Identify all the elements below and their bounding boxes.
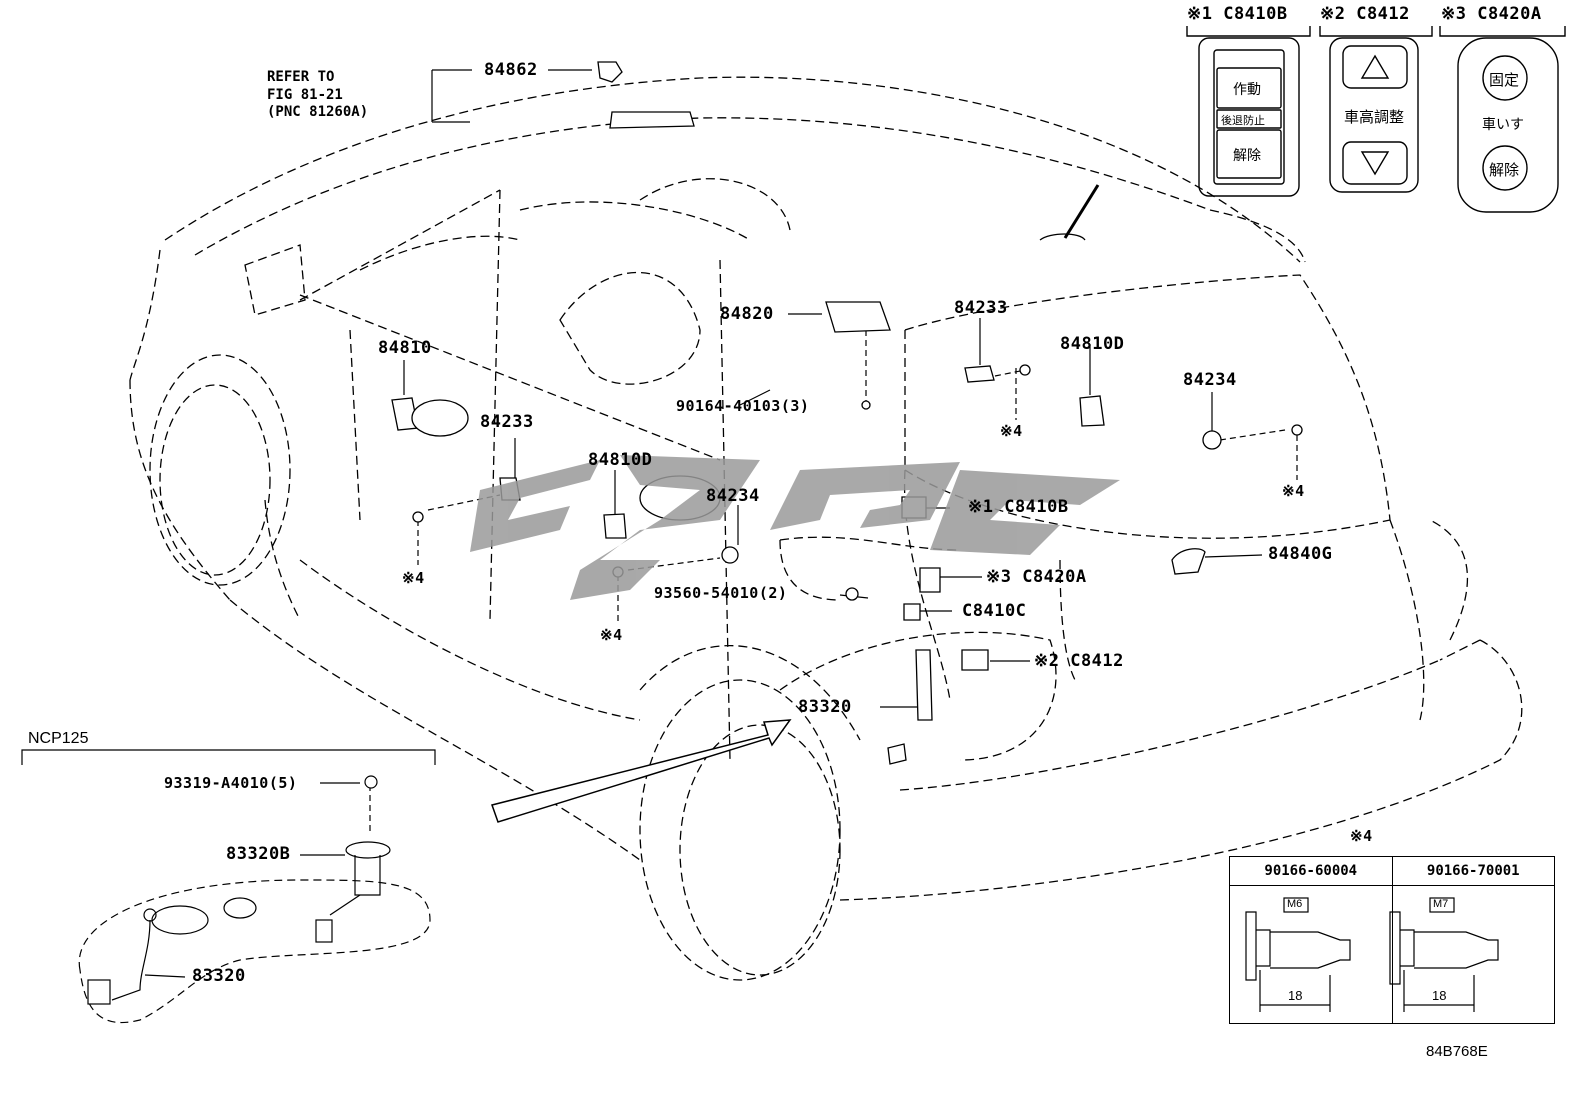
part-84233-right-label: 84233 xyxy=(954,298,1008,318)
switch-panel-3-title: ※3 C8420A xyxy=(1441,4,1542,24)
switch-3-button-top: 固定 xyxy=(1489,71,1520,89)
connector-c8410b-label: ※1 C8410B xyxy=(968,497,1069,517)
switch-panel-icon xyxy=(1198,37,1300,197)
refer-note-line3: (PNC 81260A) xyxy=(267,104,369,120)
clip-icon xyxy=(903,603,921,621)
clip-icon xyxy=(1079,395,1105,427)
fastener-length: 18 xyxy=(1288,988,1303,1003)
clip-icon xyxy=(721,546,739,564)
switch-1-button-mid: 後退防止 xyxy=(1221,114,1265,127)
part-90164-label: 90164-40103(3) xyxy=(676,397,810,415)
fastener-table: 90166-60004 90166-70001 xyxy=(1229,856,1555,1024)
clip-icon xyxy=(964,365,995,383)
clip-icon xyxy=(825,301,891,333)
connector-c8412-label: ※2 C8412 xyxy=(1034,651,1124,671)
connector-c8410c-label: C8410C xyxy=(962,601,1027,621)
fastener-length: 18 xyxy=(1432,988,1447,1003)
refer-note-line2: FIG 81-21 xyxy=(267,86,343,103)
ncp125-part-b-label: 83320B xyxy=(226,844,291,864)
bolt-icon xyxy=(412,511,424,523)
note-4-marker: ※4 xyxy=(1282,482,1305,500)
fastener-note-marker: ※4 xyxy=(1350,827,1373,845)
note-4-marker: ※4 xyxy=(1000,422,1023,440)
wiring-harness-icon xyxy=(609,111,695,129)
switch-panel-1-title: ※1 C8410B xyxy=(1187,4,1288,24)
switch-panel-icon xyxy=(1329,37,1419,193)
switch-panel-icon xyxy=(1457,37,1559,213)
switch-2-caption: 車高調整 xyxy=(1344,108,1405,126)
switch-3-button-bottom: 解除 xyxy=(1489,161,1520,179)
view-arrow xyxy=(491,719,792,823)
part-84234-left-label: 84234 xyxy=(706,486,760,506)
clip-icon xyxy=(1171,548,1206,575)
part-84810D-left-label: 84810D xyxy=(588,450,653,470)
leader-lines xyxy=(403,69,1298,708)
part-84233-left-label: 84233 xyxy=(480,412,534,432)
part-84820-label: 84820 xyxy=(720,304,774,324)
bolt-icon xyxy=(845,587,859,601)
clip-icon xyxy=(1202,430,1222,450)
refer-note-line1: REFER TO xyxy=(267,69,335,85)
clip-icon xyxy=(597,61,623,83)
note-4-marker: ※4 xyxy=(600,626,623,644)
fastener-thread-size: M7 xyxy=(1433,898,1449,910)
bolt-icon xyxy=(364,775,378,789)
refer-note: REFER TO FIG 81-21 (PNC 81260A) xyxy=(267,69,368,122)
car-outline xyxy=(129,76,1523,981)
ncp125-bolt-label: 93319-A4010(5) xyxy=(164,774,298,792)
part-93560-label: 93560-54010(2) xyxy=(654,584,788,602)
bolt-icon xyxy=(1019,364,1031,376)
clip-icon xyxy=(919,567,941,593)
fastener-part-no: 90166-70001 xyxy=(1391,856,1555,886)
switch-1-button-bottom: 解除 xyxy=(1233,148,1261,164)
figure-code: 84B768E xyxy=(1426,1043,1488,1060)
switch-panels xyxy=(1186,26,1566,213)
clip-icon xyxy=(961,649,989,671)
part-84234-right-label: 84234 xyxy=(1183,370,1237,390)
switch-panel-2-title: ※2 C8412 xyxy=(1320,4,1410,24)
part-84862-label: 84862 xyxy=(484,60,538,80)
arrow-down-icon xyxy=(1360,151,1390,176)
fastener-thread-size: M6 xyxy=(1287,898,1303,910)
bolt-icon xyxy=(861,400,871,410)
watermark xyxy=(470,455,1120,600)
part-84810D-right-label: 84810D xyxy=(1060,334,1125,354)
fuel-pump-icon xyxy=(887,743,907,765)
switch-3-caption: 車いす xyxy=(1482,117,1524,133)
part-83320-main-label: 83320 xyxy=(798,697,852,717)
note-4-marker: ※4 xyxy=(402,569,425,587)
connector-c8420a-label: ※3 C8420A xyxy=(986,567,1087,587)
fastener-part-no: 90166-60004 xyxy=(1229,856,1393,886)
clip-icon xyxy=(603,513,627,539)
switch-1-button-top: 作動 xyxy=(1233,82,1261,98)
fuel-pump-icon xyxy=(915,649,933,721)
part-84840G-label: 84840G xyxy=(1268,544,1333,564)
bolt-icon xyxy=(1291,424,1303,436)
ncp125-inset xyxy=(21,749,436,1024)
part-84810-label: 84810 xyxy=(378,338,432,358)
ncp125-part-label: 83320 xyxy=(192,966,246,986)
ncp125-title: NCP125 xyxy=(28,730,89,747)
arrow-up-icon xyxy=(1360,54,1390,79)
